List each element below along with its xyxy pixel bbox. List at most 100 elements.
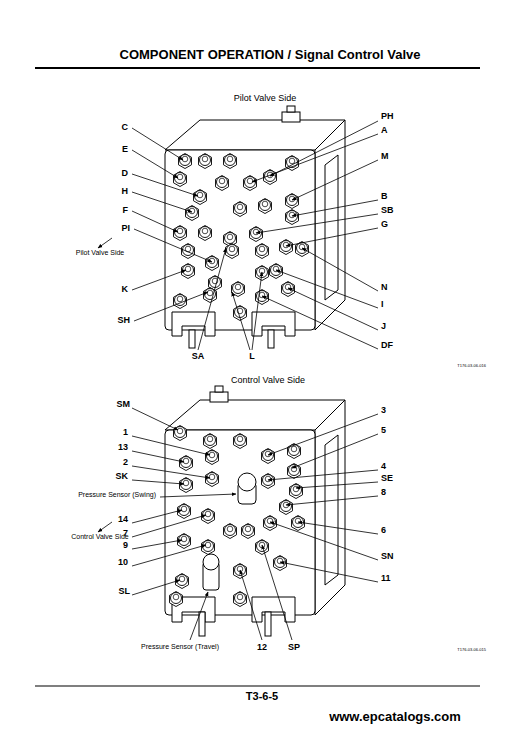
fitting-port — [207, 290, 213, 296]
fitting-hex — [270, 264, 283, 279]
fitting-body — [257, 245, 268, 256]
callout-label: PH — [381, 112, 394, 121]
fitting-port — [209, 452, 215, 458]
leader-line — [190, 592, 208, 640]
callout-label: SM — [117, 400, 131, 409]
drawing-part — [210, 392, 228, 402]
leader-line — [262, 545, 292, 640]
figure-code: T176-03-06-015 — [457, 648, 486, 652]
callout-label: F — [123, 206, 129, 215]
callout-label: SK — [115, 472, 128, 481]
fitting-hex — [242, 524, 255, 539]
fitting-port — [182, 156, 188, 162]
drawing-part — [165, 120, 345, 150]
fitting-hex — [180, 456, 193, 471]
leader-line — [232, 292, 250, 350]
fitting-hex — [256, 540, 269, 555]
fitting-body — [281, 501, 292, 512]
callout-label: SB — [381, 206, 394, 215]
side-note: Pilot Valve Side — [76, 249, 125, 256]
fitting-port — [277, 558, 283, 564]
fitting-body — [289, 445, 300, 456]
leader-line — [134, 292, 208, 321]
leader-line — [292, 200, 378, 216]
leader-line — [302, 248, 378, 291]
fitting-body — [200, 227, 211, 238]
drawing-part — [203, 473, 256, 590]
fitting-port — [227, 526, 233, 532]
leader-line — [132, 451, 184, 462]
drawing-part — [287, 106, 295, 112]
fitting-port — [289, 158, 295, 164]
fitting-hex — [256, 290, 269, 305]
callout-label: 5 — [381, 426, 386, 435]
fitting-port — [235, 284, 241, 290]
callout-label: E — [122, 145, 128, 154]
fitting-body — [175, 173, 186, 184]
leader-line — [268, 470, 378, 480]
drawing-part — [282, 112, 300, 122]
leader-line — [132, 408, 178, 430]
callout-label: 3 — [381, 406, 386, 415]
fitting-port — [185, 266, 191, 272]
fitting-port — [202, 228, 208, 234]
fitting-port — [219, 178, 225, 184]
fitting-port — [237, 204, 243, 210]
fitting-body — [225, 233, 236, 244]
leader-line — [132, 510, 182, 523]
fitting-hex — [206, 256, 219, 271]
leader-line — [298, 522, 378, 534]
drawing-part — [325, 435, 338, 585]
callout-label: SP — [288, 643, 300, 652]
page-number: T3-6-5 — [246, 691, 278, 702]
fitting-port — [197, 192, 203, 198]
leader-line — [256, 214, 378, 233]
fitting-port — [183, 480, 189, 486]
leader-line — [252, 272, 262, 350]
fitting-hex — [264, 516, 277, 531]
fitting-body — [235, 435, 246, 446]
fitting-hex — [282, 282, 295, 297]
fitting-body — [171, 593, 182, 604]
fitting-hex — [199, 226, 212, 241]
fitting-hex — [259, 199, 272, 214]
fitting-body — [203, 510, 214, 521]
leader-line — [132, 545, 206, 566]
fitting-hex — [262, 449, 275, 464]
view-title: Control Valve Side — [231, 376, 305, 385]
fitting-port — [283, 242, 289, 248]
fitting-hex — [262, 474, 275, 489]
callout-label: SH — [117, 316, 130, 325]
fitting-body — [225, 155, 236, 166]
callout-label: G — [381, 220, 388, 229]
part-name: Pressure Sensor (Travel) — [141, 643, 219, 650]
callout-label: 8 — [381, 488, 386, 497]
fitting-port — [293, 486, 299, 492]
leader-line — [280, 562, 378, 582]
fitting-body — [260, 200, 271, 211]
fitting-hex — [202, 540, 215, 555]
drawing-part — [165, 430, 315, 615]
fitting-body — [205, 289, 216, 300]
leader-line — [292, 160, 378, 200]
figure-code: T176-03-06-016 — [457, 364, 486, 368]
fitting-hex — [234, 434, 247, 449]
fitting-hex — [280, 500, 293, 515]
fitting-body — [217, 177, 228, 188]
callout-label: L — [249, 352, 255, 361]
fitting-body — [289, 465, 300, 476]
fitting-hex — [174, 172, 187, 187]
fitting-port — [265, 476, 271, 482]
fitting-port — [237, 594, 243, 600]
leader-line — [132, 436, 210, 455]
leader-line — [132, 150, 178, 178]
leader-line — [98, 522, 112, 532]
fitting-hex — [179, 154, 192, 169]
fitting-hex — [194, 190, 207, 205]
fitting-body — [203, 541, 214, 552]
callout-label: 9 — [123, 541, 128, 550]
drawing-part — [98, 121, 378, 640]
callout-label: SN — [381, 552, 394, 561]
